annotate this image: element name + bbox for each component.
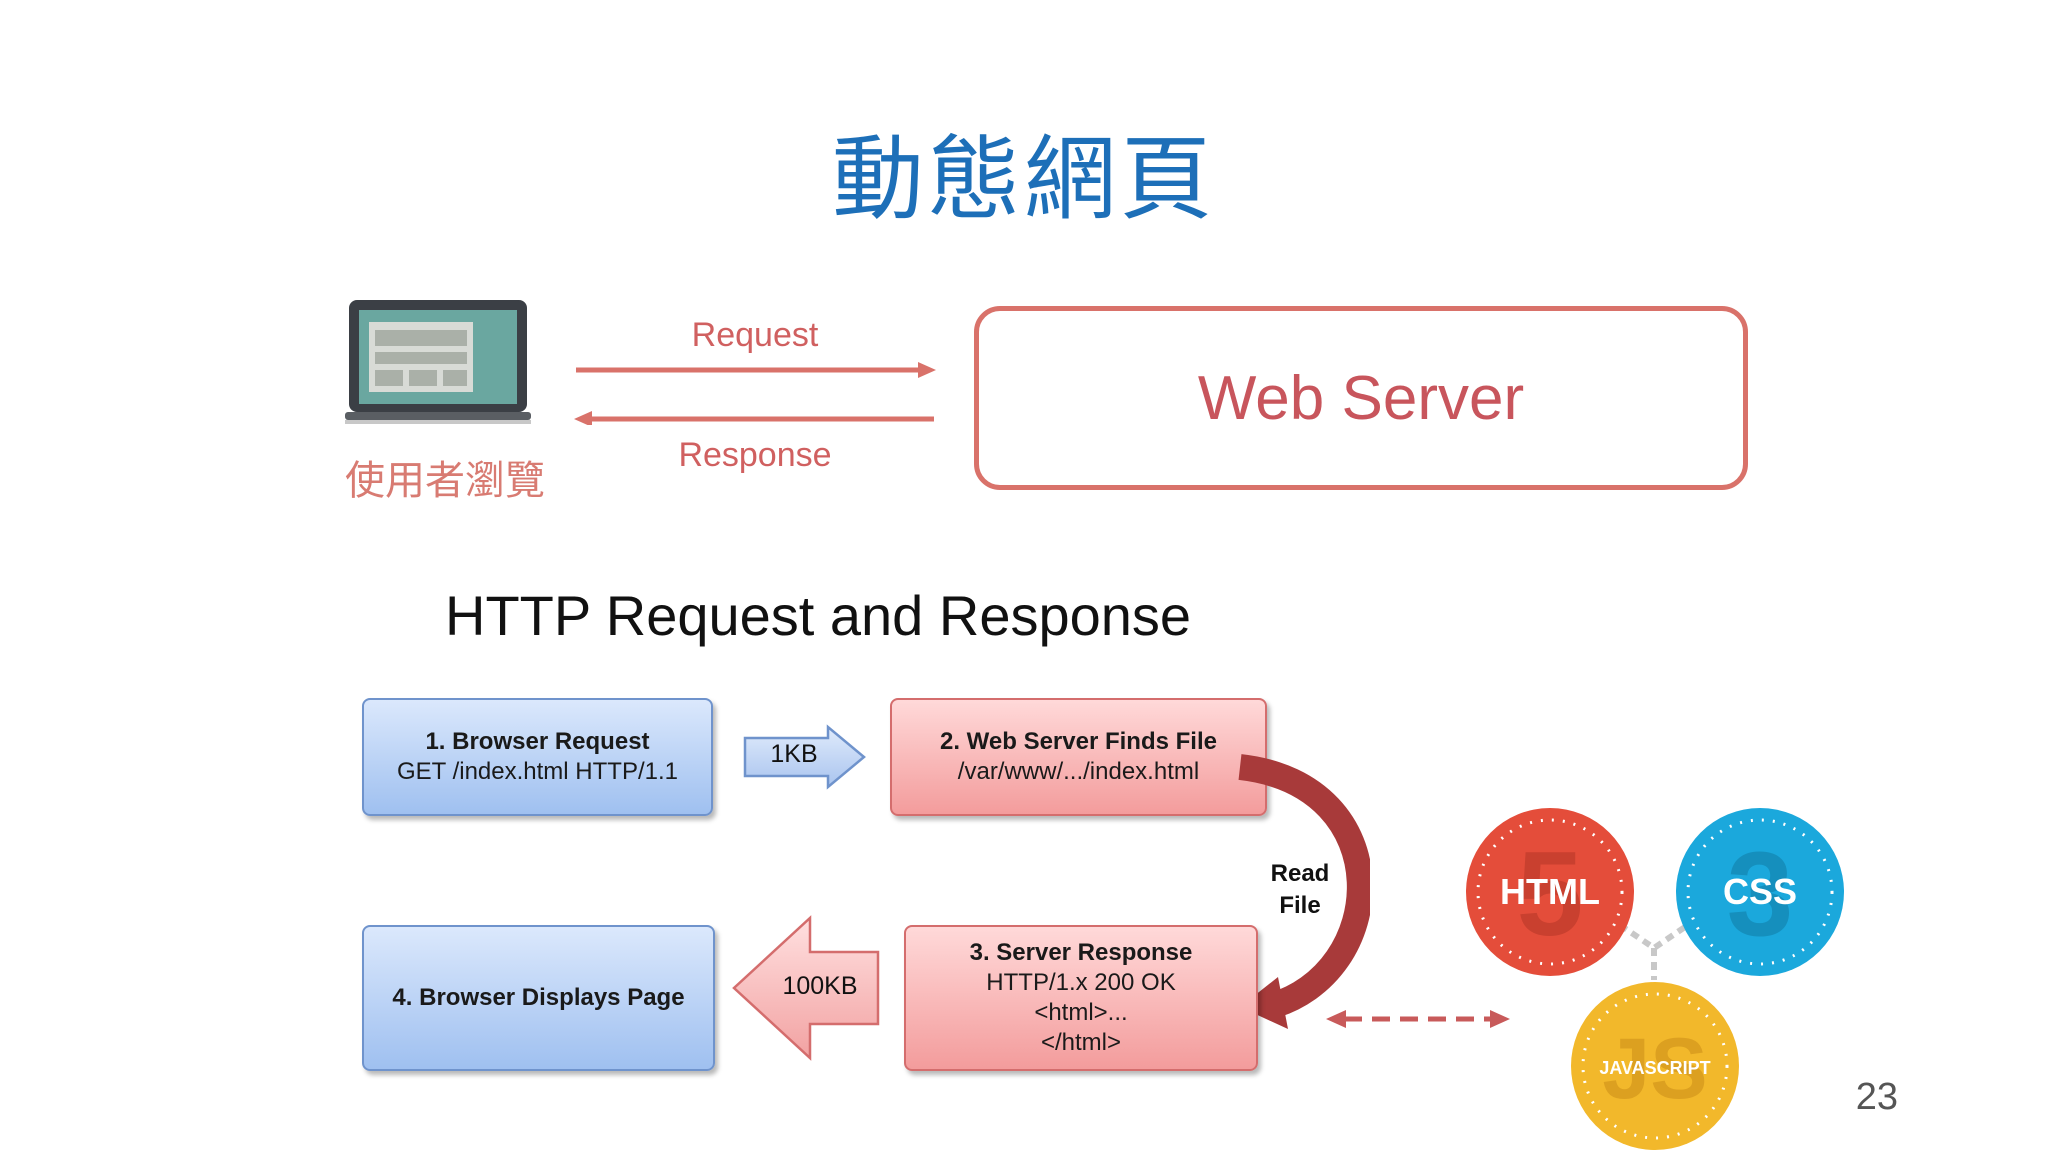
read-file-curved-arrow xyxy=(1238,754,1370,1029)
read-file-label: Read File xyxy=(1250,858,1350,923)
web-server-label: Web Server xyxy=(1197,363,1525,433)
tech-badges: 5 HTML 3 CSS JS JAVASCRIPT xyxy=(1466,808,1844,1150)
step-browser-request: 1. Browser Request GET /index.html HTTP/… xyxy=(362,698,713,816)
badge-connector xyxy=(1618,922,1690,980)
request-label: Request xyxy=(691,316,819,354)
js-badge-text: JAVASCRIPT xyxy=(1599,1058,1710,1078)
css-badge-number: 3 xyxy=(1727,827,1794,961)
read-file-line: File xyxy=(1279,892,1321,920)
step-line: HTTP/1.x 200 OK xyxy=(986,969,1176,996)
step-line: </html> xyxy=(1040,1029,1122,1056)
step-line: <html>... xyxy=(1034,999,1128,1026)
http-diagram-title: HTTP Request and Response xyxy=(445,584,1192,647)
response-size-arrow xyxy=(732,915,880,1061)
request-response-arrows xyxy=(574,362,936,425)
step-heading: 3. Server Response xyxy=(969,939,1193,966)
page-number: 23 xyxy=(1855,1076,1898,1118)
slide-title: 動態網頁 xyxy=(831,126,1216,233)
step-heading: 1. Browser Request xyxy=(425,728,650,755)
step-server-finds-file: 2. Web Server Finds File /var/www/.../in… xyxy=(890,698,1267,816)
response-label: Response xyxy=(678,436,832,474)
laptop-icon xyxy=(345,300,531,424)
javascript-badge-icon: JS JAVASCRIPT xyxy=(1571,982,1739,1150)
step-line: /var/www/.../index.html xyxy=(957,758,1200,785)
step-server-response: 3. Server Response HTTP/1.x 200 OK <html… xyxy=(904,925,1258,1071)
css3-badge-icon: 3 CSS xyxy=(1676,808,1844,976)
client-browser-label: 使用者瀏覽 xyxy=(345,459,545,503)
html-badge-number: 5 xyxy=(1517,827,1584,961)
web-server-box: Web Server xyxy=(974,306,1748,490)
html5-badge-icon: 5 HTML xyxy=(1466,808,1634,976)
step-heading: 2. Web Server Finds File xyxy=(940,728,1217,755)
step-line: GET /index.html HTTP/1.1 xyxy=(397,758,678,785)
css-badge-text: CSS xyxy=(1723,871,1797,912)
request-size-arrow xyxy=(743,724,866,790)
read-file-line: Read xyxy=(1270,860,1330,887)
js-badge-mark: JS xyxy=(1602,1021,1707,1117)
step-browser-displays-page: 4. Browser Displays Page xyxy=(362,925,715,1071)
step-heading: 4. Browser Displays Page xyxy=(392,984,685,1011)
response-size-label: 100KB xyxy=(782,972,858,1000)
request-size-label: 1KB xyxy=(770,740,818,768)
html-badge-text: HTML xyxy=(1500,871,1600,912)
dashed-double-arrow xyxy=(1326,1010,1510,1028)
